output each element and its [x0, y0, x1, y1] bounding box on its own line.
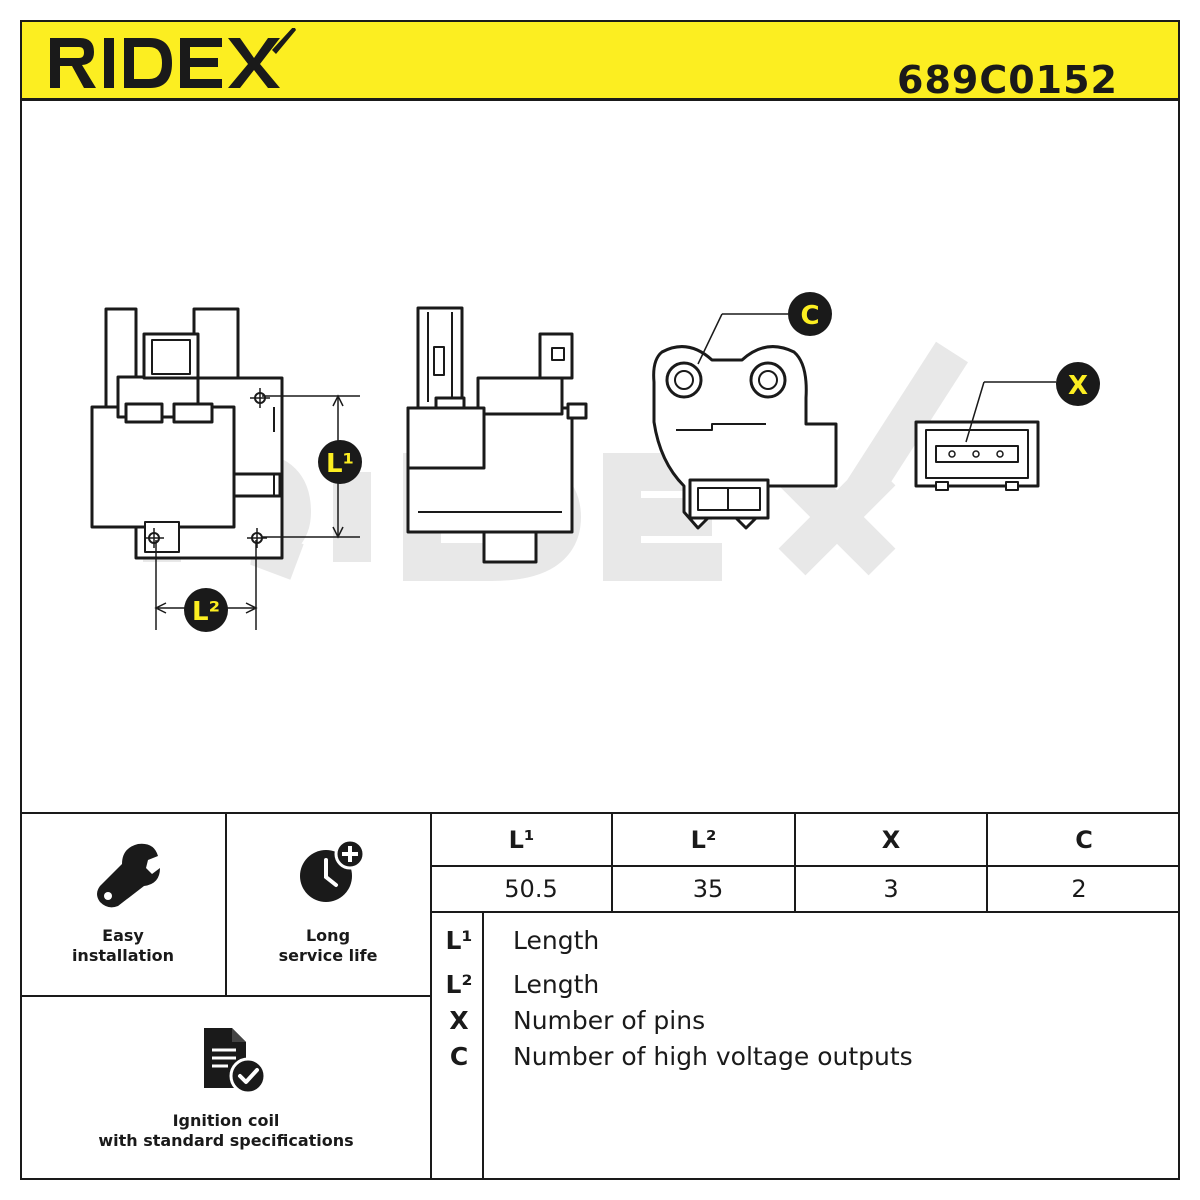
legend-text-l2: Length	[513, 970, 600, 999]
legend-key-l2: L²	[445, 970, 473, 999]
technical-drawing: L¹ L² C	[90, 292, 1100, 632]
legend-text-x: Number of pins	[513, 1006, 706, 1035]
feature-label-line2: installation	[71, 946, 175, 965]
legend-text-l1: Length	[513, 926, 600, 955]
clock-plus-icon	[300, 838, 366, 902]
feature-standard-specs: Ignition coil with standard specificatio…	[22, 1111, 430, 1151]
features-specs-divider	[430, 812, 432, 1180]
badge-l1-label: L¹	[326, 449, 354, 479]
legend-text-c: Number of high voltage outputs	[513, 1042, 913, 1071]
features-row-divider	[20, 995, 432, 997]
spec-value-x: 3	[883, 875, 899, 903]
badge-l1	[318, 440, 362, 484]
legend-divider	[482, 911, 484, 1180]
feature-easy-installation: Easy installation	[22, 926, 224, 966]
document-check-icon	[204, 1028, 267, 1095]
specs-bottom-border	[430, 911, 1180, 913]
specs-col-divider-3	[986, 812, 988, 913]
badge-x	[1056, 362, 1100, 406]
coil-front-view	[90, 307, 284, 560]
spec-header-l2: L²	[690, 826, 717, 854]
specs-header-divider	[430, 865, 1180, 867]
header-bar: 689C0152	[20, 20, 1180, 102]
table-top-border	[20, 812, 1180, 814]
feature-label-line1: Ignition coil	[172, 1111, 280, 1130]
spec-header-l1: L¹	[508, 826, 535, 854]
legend-key-x: X	[449, 1006, 469, 1035]
specs-col-divider-2	[794, 812, 796, 913]
badge-c-label: C	[800, 301, 819, 331]
feature-label-line1: Long	[305, 926, 351, 945]
feature-label-line2: with standard specifications	[98, 1131, 354, 1150]
legend-key-l1: L¹	[445, 926, 473, 955]
part-number: 689C0152	[897, 58, 1118, 102]
feature-label-line2: service life	[278, 946, 378, 965]
badge-l2-label: L²	[192, 597, 220, 627]
legend-key-c: C	[449, 1042, 469, 1071]
spec-header-x: X	[881, 826, 901, 854]
badge-c	[788, 292, 832, 336]
feature-long-service-life: Long service life	[226, 926, 430, 966]
ridex-logo	[50, 28, 296, 88]
wrench-icon	[97, 843, 160, 908]
connector-detail	[914, 420, 1040, 491]
dimension-l2	[154, 540, 258, 630]
spec-value-c: 2	[1071, 875, 1087, 903]
badge-l2	[184, 588, 228, 632]
spec-value-l1: 50.5	[504, 875, 558, 903]
specs-col-divider-1	[611, 812, 613, 913]
spec-header-c: C	[1075, 826, 1093, 854]
feature-label-line1: Easy	[102, 926, 144, 945]
coil-side-view	[406, 306, 588, 564]
features-divider	[225, 812, 227, 997]
badge-x-label: X	[1068, 371, 1088, 401]
coil-top-view	[652, 345, 838, 530]
spec-value-l2: 35	[692, 875, 724, 903]
